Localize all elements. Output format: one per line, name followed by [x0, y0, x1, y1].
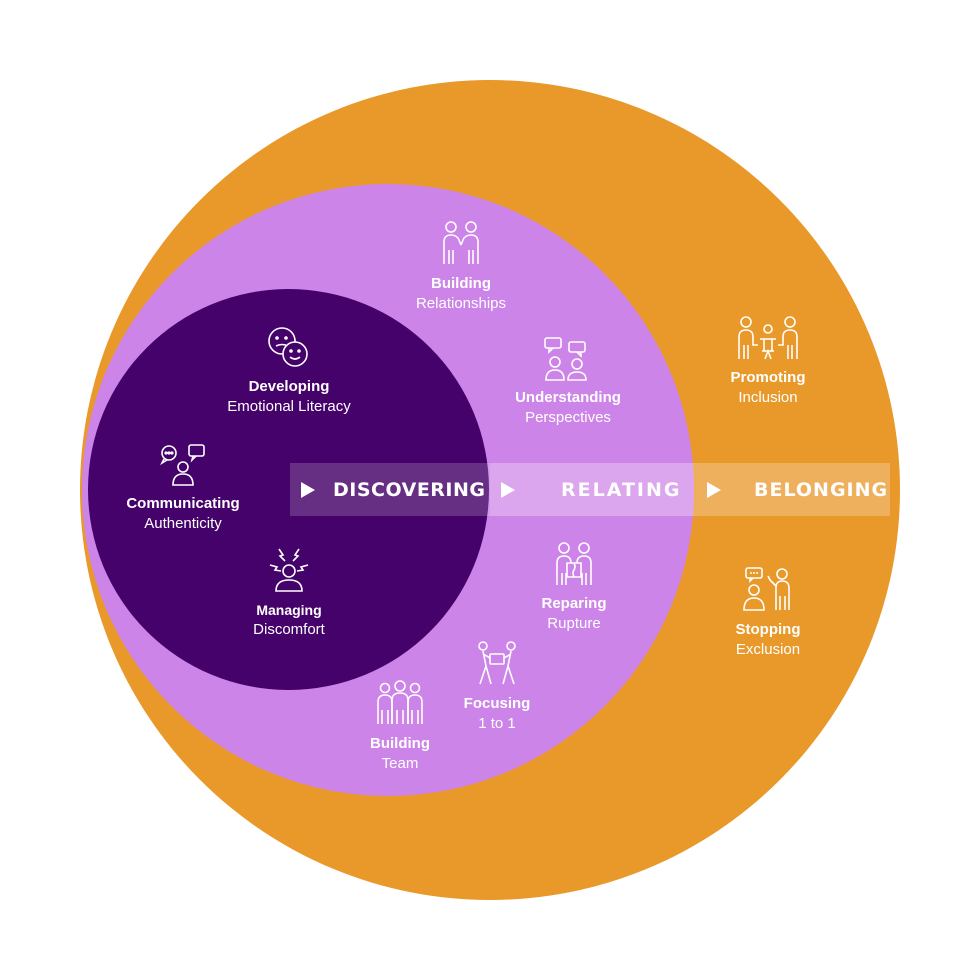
- item-subtitle: Relationships: [415, 295, 507, 312]
- belonging-band: [694, 463, 890, 516]
- item-subtitle: Perspectives: [525, 409, 611, 426]
- item-title: Building: [431, 275, 491, 292]
- play-arrow-icon: [301, 482, 315, 498]
- item-subtitle: Team: [381, 755, 419, 772]
- item-reparing-rupture: Reparing Rupture: [541, 594, 606, 634]
- people-at-table-icon: [736, 315, 800, 361]
- item-title: Stopping: [735, 621, 801, 638]
- item-title: Developing: [248, 378, 330, 395]
- item-subtitle: Inclusion: [738, 389, 798, 406]
- item-subtitle: Exclusion: [735, 641, 801, 658]
- item-title: Building: [370, 735, 430, 752]
- stage-label-belonging: BELONGING: [754, 479, 889, 501]
- item-understanding-perspectives: Understanding Perspectives: [515, 388, 621, 428]
- item-stopping-exclusion: Stopping Exclusion: [736, 620, 801, 660]
- item-title: Understanding: [515, 389, 621, 406]
- item-title: Reparing: [541, 595, 607, 612]
- people-puzzle-icon: [553, 541, 595, 587]
- stage-label-relating: RELATING: [561, 479, 682, 501]
- item-promoting-inclusion: Promoting Inclusion: [731, 368, 806, 408]
- people-carrying-icon: [474, 640, 520, 686]
- item-building-team: Building Team: [370, 734, 430, 774]
- item-subtitle: Discomfort: [253, 621, 325, 638]
- play-arrow-icon: [501, 482, 515, 498]
- item-focusing-1to1: Focusing 1 to 1: [464, 694, 531, 734]
- team-group-icon: [376, 680, 424, 726]
- item-title: Focusing: [463, 695, 531, 712]
- stage-label-discovering: DISCOVERING: [333, 479, 486, 501]
- two-people-holding-hands-icon: [440, 220, 482, 266]
- play-arrow-icon: [707, 482, 721, 498]
- item-subtitle: Rupture: [547, 615, 601, 632]
- item-developing-emotional-literacy: Developing Emotional Literacy: [227, 377, 350, 417]
- person-stop-gesture-icon: [740, 566, 796, 612]
- person-speech-bubbles-icon: [159, 443, 207, 487]
- faces-emotions-icon: [266, 325, 310, 369]
- two-people-speech-bubbles-icon: [543, 336, 591, 382]
- discovering-band: [290, 463, 490, 516]
- item-subtitle: Authenticity: [144, 515, 222, 532]
- item-managing-discomfort: Managing Discomfort: [253, 600, 325, 640]
- item-subtitle: 1 to 1: [478, 715, 516, 732]
- item-communicating-authenticity: Communicating Authenticity: [126, 494, 239, 534]
- relating-band: [490, 463, 694, 516]
- item-title: Communicating: [126, 495, 240, 512]
- stressed-person-icon: [267, 547, 311, 593]
- item-title: Promoting: [730, 369, 806, 386]
- item-subtitle: Emotional Literacy: [227, 398, 351, 415]
- item-title: Managing: [256, 602, 322, 618]
- item-building-relationships: Building Relationships: [416, 274, 506, 314]
